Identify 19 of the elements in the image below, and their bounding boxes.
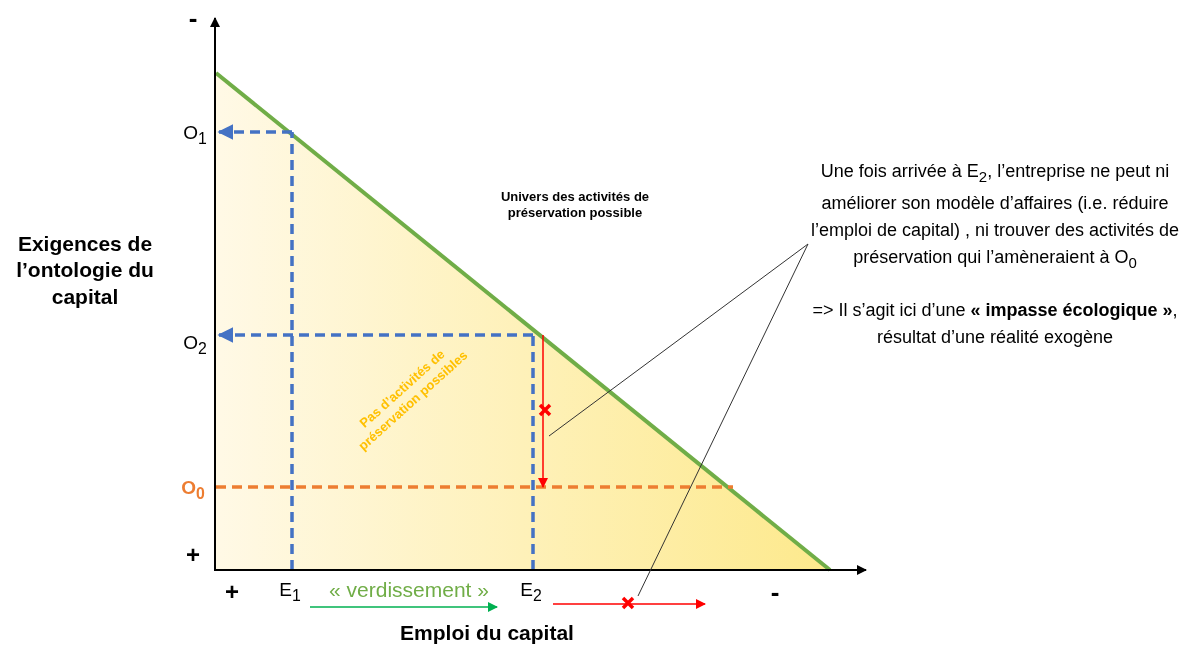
tick-label: E$_{2}$ (520, 579, 542, 605)
tick-label: E$_{1}$ (279, 579, 301, 605)
axis-title: Emploi du capital (400, 621, 574, 645)
tick-label: O$_{0}$ (181, 477, 205, 503)
arrow-label: « verdissement » (329, 578, 489, 602)
leader-line (637, 243, 809, 597)
annotation-text: Une fois arrivée à E$_{2}$, l’entreprise ne peut ni améliorer son modèle d’affaires (i.e. réduire l’emploi de capital) , ni trouver des activités de préservation qui l’amèneraient à O$_{0}$ (810, 160, 1180, 273)
region-label: Univers des activités de préservation possible (499, 188, 651, 222)
axis-title: Exigences de l’ontologie du capital (15, 230, 155, 310)
conclusion-text: => Il s’agit ici d’une « impasse écologique », résultat d’une réalité exogène (811, 299, 1179, 350)
axis-end-sign: + (186, 541, 200, 569)
axis-end-sign: - (770, 576, 780, 608)
axis-end-sign: + (225, 578, 239, 606)
axis-end-sign: - (188, 2, 198, 34)
tick-label: O$_{1}$ (183, 122, 207, 148)
tick-label: O$_{2}$ (183, 332, 207, 358)
blocked-arrow (552, 596, 706, 610)
blocked-arrow (538, 334, 552, 488)
leader-line (548, 243, 809, 437)
